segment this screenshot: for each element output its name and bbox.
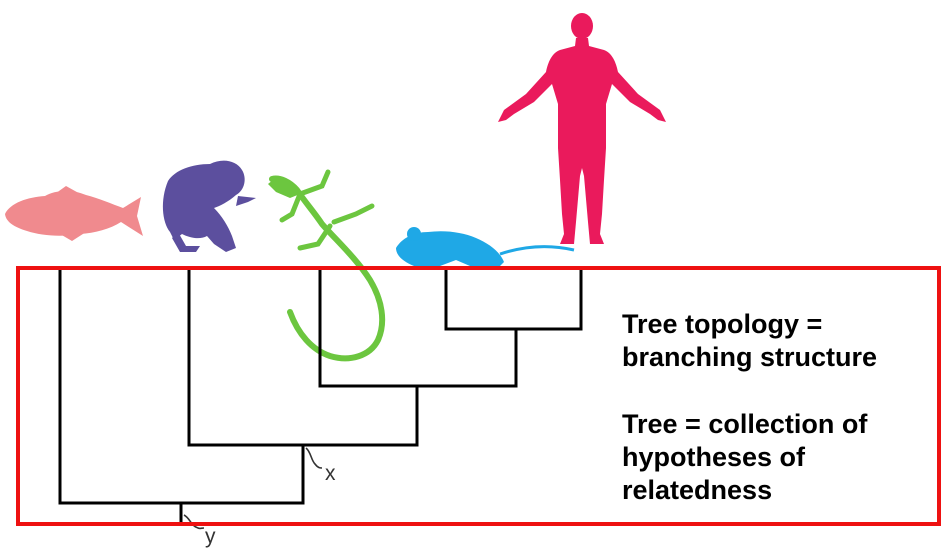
callout-line-1: Tree topology = (622, 309, 823, 339)
callout-line-4: hypotheses of (622, 442, 806, 472)
highlight-box (16, 266, 941, 526)
branch-frog-amniotes (187, 268, 419, 447)
callout-line-5: relatedness (622, 475, 773, 505)
callout-text: Tree topology = branching structure Tree… (622, 308, 922, 507)
frog-silhouette (162, 160, 256, 252)
callout-line-2: branching structure (622, 342, 878, 372)
mouse-silhouette (396, 227, 575, 266)
node-x-leader (305, 447, 323, 469)
human-silhouette (498, 13, 666, 244)
lizard-silhouette (268, 169, 386, 362)
fish-silhouette (5, 186, 143, 241)
branch-mouse-human (444, 268, 583, 331)
callout-line-3: Tree = collection of (622, 409, 868, 439)
branch-fish-tetrapods (58, 268, 305, 505)
branch-lizard-mammals (318, 268, 518, 388)
node-label-y: y (205, 525, 216, 548)
tree-branches (58, 268, 583, 522)
node-y-leader (183, 514, 205, 530)
node-label-x: x (325, 462, 336, 485)
